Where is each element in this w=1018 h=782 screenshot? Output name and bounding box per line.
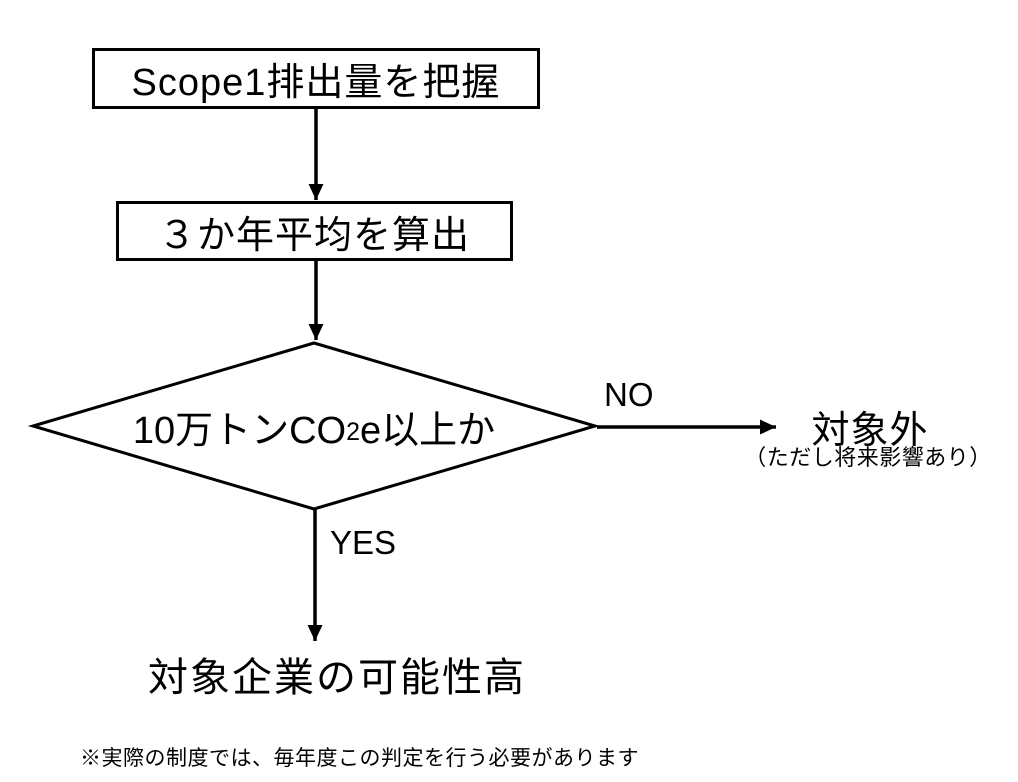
process-box-average — [116, 201, 513, 261]
no-branch-label: NO — [604, 376, 654, 413]
outcome-excluded: 対象外 — [811, 410, 929, 452]
decision-label-pre: 10万トンCO — [132, 409, 347, 452]
yes-branch-label: YES — [330, 524, 397, 561]
outcome-target: 対象企業の可能性高 — [148, 656, 526, 700]
outcome-excluded-note: （ただし将来影響あり） — [744, 445, 992, 470]
process-box-scope1 — [92, 48, 540, 109]
decision-label-post: e以上か — [360, 409, 496, 452]
decision-diamond — [27, 341, 601, 511]
process-box-average-label: ３か年平均を算出 — [157, 215, 470, 257]
process-box-scope1-label: Scope1排出量を把握 — [131, 62, 501, 104]
footnote: ※実際の制度では、毎年度この判定を行う必要があります — [80, 747, 639, 770]
